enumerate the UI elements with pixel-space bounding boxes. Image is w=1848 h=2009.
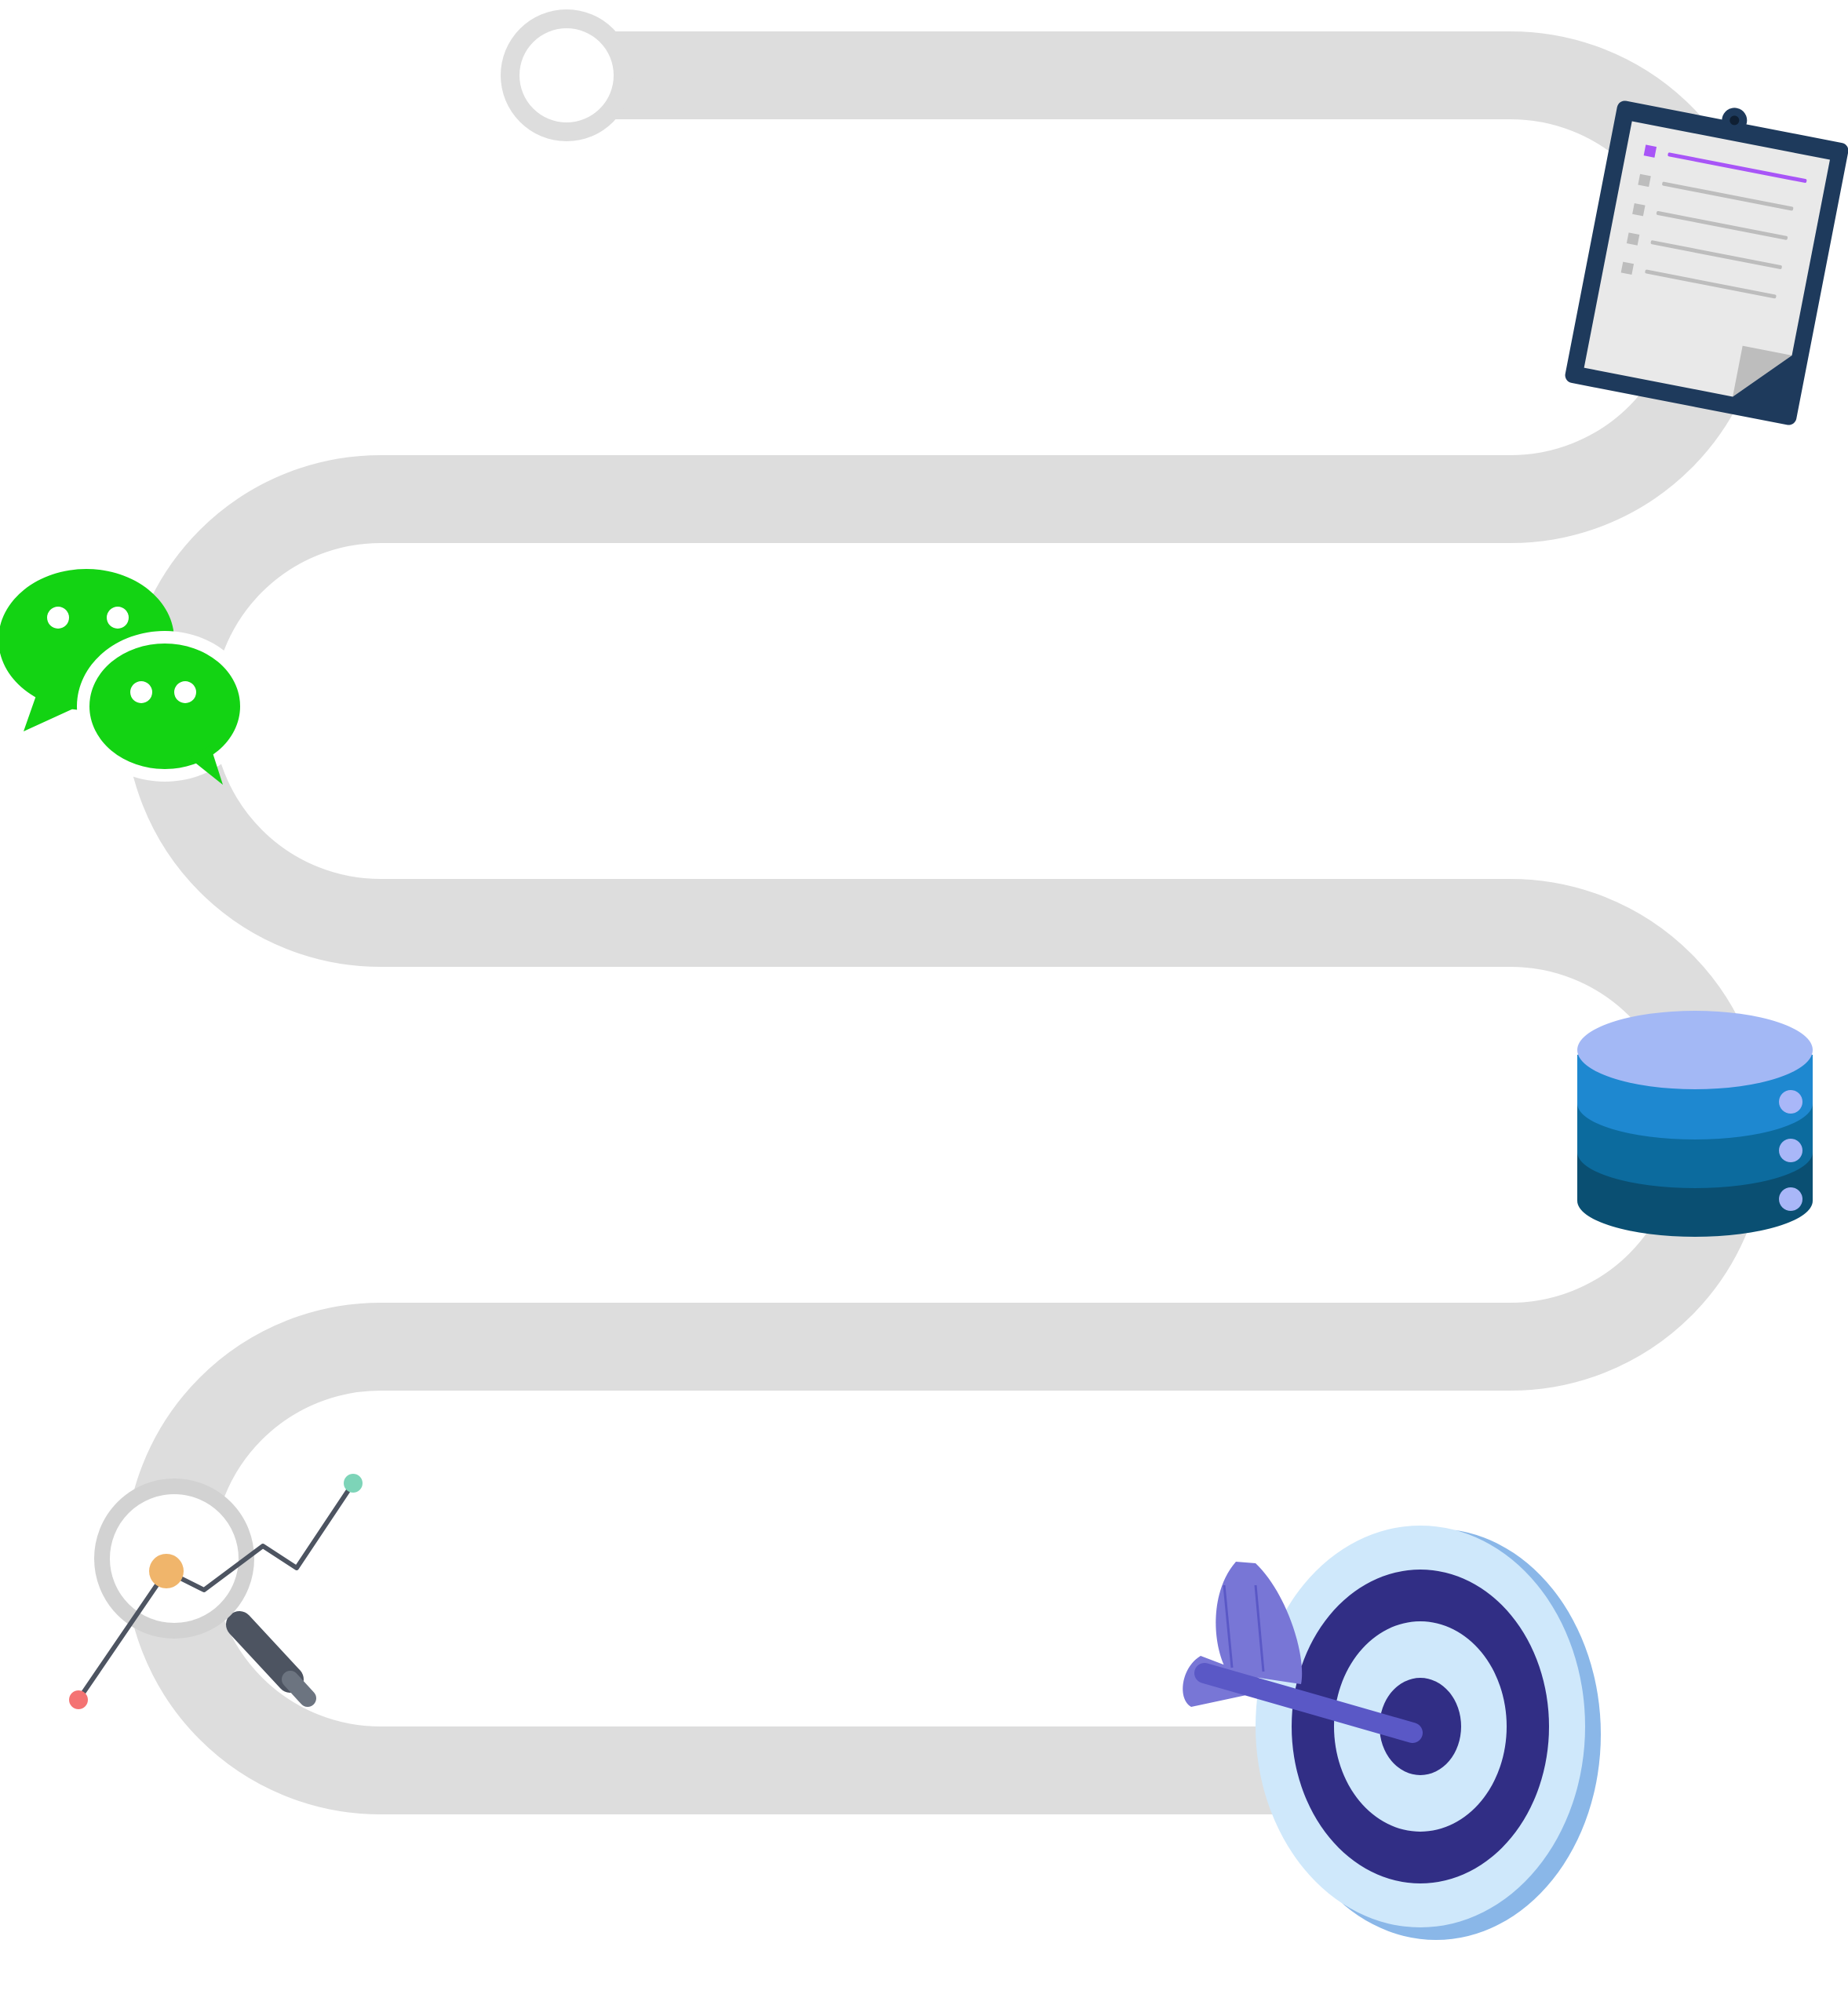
- chat-bubbles-icon: [0, 569, 253, 785]
- database-server-icon: [1577, 1011, 1813, 1237]
- roadmap-path: [125, 31, 1766, 1814]
- magnifier-analytics-icon: [69, 1474, 363, 1709]
- target-arrow-icon: [1183, 1526, 1601, 1940]
- clipboard-checklist-icon: [1565, 100, 1848, 425]
- start-marker-icon: [501, 9, 632, 141]
